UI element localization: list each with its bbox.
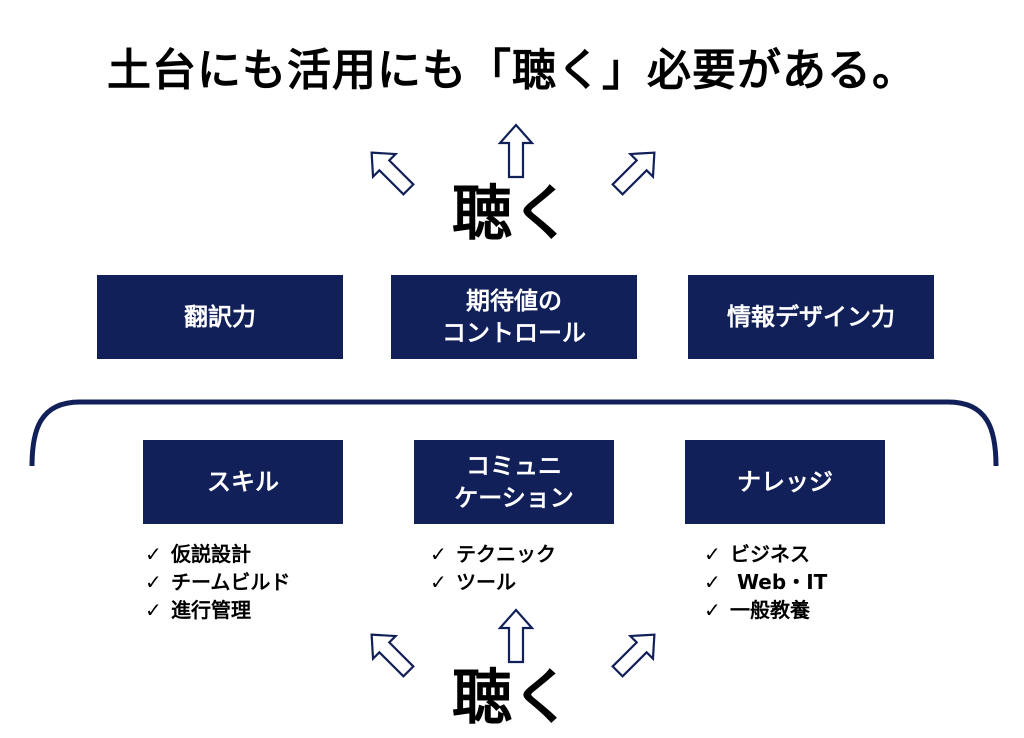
arrow-up-right-icon: [611, 633, 656, 678]
box-translation-power: 翻訳力: [97, 275, 343, 359]
box-label: スキル: [207, 467, 279, 496]
arrow-up-icon: [497, 123, 535, 179]
check-icon: ✓: [704, 598, 721, 622]
box-label-line1: コミュニ: [466, 451, 562, 480]
hub-label-top: 聴く: [452, 179, 572, 249]
page-title: 土台にも活用にも「聴く」必要がある。: [107, 45, 917, 96]
box-information-design: 情報デザイン力: [688, 275, 934, 359]
list-item: ✓チームビルド: [145, 570, 291, 594]
check-icon: ✓: [145, 542, 162, 566]
list-item: ✓ Web・IT: [704, 570, 828, 594]
checklist-communication: ✓テクニック ✓ツール: [430, 540, 556, 596]
list-item: ✓仮説設計: [145, 542, 251, 566]
arrow-up-left-icon: [370, 151, 415, 196]
check-icon: ✓: [704, 542, 721, 566]
box-label-line1: 期待値の: [466, 286, 562, 315]
box-communication: コミュニケーション: [414, 440, 614, 524]
box-label: 情報デザイン力: [727, 302, 895, 331]
checklist-skill: ✓仮説設計 ✓チームビルド ✓進行管理: [145, 540, 290, 624]
list-item: ✓一般教養: [704, 598, 810, 622]
box-label: 翻訳力: [184, 302, 256, 331]
arrow-up-left-icon: [370, 633, 415, 678]
check-icon: ✓: [430, 542, 447, 566]
hub-label-bottom: 聴く: [452, 663, 572, 733]
check-icon: ✓: [704, 570, 721, 594]
box-label: ナレッジ: [737, 467, 833, 496]
arrow-up-icon: [497, 608, 535, 664]
box-skill: スキル: [143, 440, 343, 524]
list-item: ✓ツール: [430, 570, 516, 594]
box-knowledge: ナレッジ: [685, 440, 885, 524]
list-item: ✓ビジネス: [704, 542, 810, 566]
box-label-line2: コントロール: [442, 319, 586, 347]
box-expectation-control: 期待値のコントロール: [391, 275, 637, 359]
list-item: ✓進行管理: [145, 598, 251, 622]
check-icon: ✓: [145, 598, 162, 622]
check-icon: ✓: [145, 570, 162, 594]
checklist-knowledge: ✓ビジネス ✓ Web・IT ✓一般教養: [704, 540, 827, 624]
check-icon: ✓: [430, 570, 447, 594]
box-label-line2: ケーション: [454, 484, 574, 512]
arrow-up-right-icon: [611, 151, 656, 196]
list-item: ✓テクニック: [430, 542, 556, 566]
